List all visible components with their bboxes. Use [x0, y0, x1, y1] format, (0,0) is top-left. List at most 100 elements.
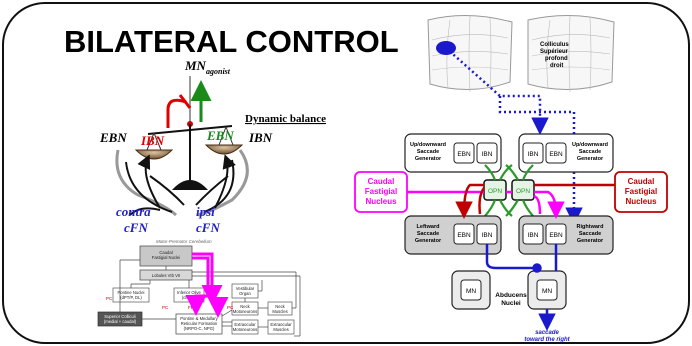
ibn-label: IBN [528, 151, 539, 158]
ebn-top-label: EBN [206, 128, 234, 143]
svg-text:Generator: Generator [577, 238, 604, 244]
ebn-label: EBN [457, 232, 471, 239]
mn-sub-label: agonist [206, 67, 231, 76]
abducens-left: MN [451, 270, 491, 310]
ibn-label: IBN [528, 232, 539, 239]
svg-text:Muscles: Muscles [272, 309, 287, 314]
svg-text:Saccade: Saccade [579, 149, 601, 155]
svg-text:Inferior Olive: Inferior Olive [177, 290, 201, 295]
ebn-label: EBN [549, 151, 563, 158]
opn-right-label: OPN [516, 188, 530, 195]
svg-text:Saccade: Saccade [417, 149, 439, 155]
updown-right-generator: IBN EBN Up/downward Saccade Generator [518, 133, 614, 173]
contra-cfn-label: cFN [124, 220, 148, 235]
ipsi-label: ipsi [196, 204, 215, 219]
circuit-caption: Motor-Premotor Cerebellum [156, 239, 212, 244]
svg-text:Fastigial: Fastigial [625, 187, 657, 196]
ibn-top-label: IBN [140, 133, 165, 148]
svg-text:Saccade: Saccade [579, 231, 601, 237]
svg-text:Up/downward: Up/downward [410, 142, 446, 148]
svg-text:PC: PC [227, 305, 234, 310]
svg-text:Extraocular: Extraocular [270, 322, 292, 327]
svg-text:Rightward: Rightward [577, 224, 604, 230]
svg-text:Generator: Generator [577, 156, 604, 162]
nuclei-label: Nuclei [501, 300, 521, 307]
updown-left-generator: Up/downward Saccade Generator EBN IBN [404, 133, 502, 173]
right-pan [204, 144, 244, 155]
svg-text:Generator: Generator [415, 238, 442, 244]
abducens-label: Abducens [495, 292, 527, 299]
balance-diagram: MN agonist IBN EBN Dynamic balance [99, 58, 326, 235]
svg-text:droit: droit [550, 63, 563, 69]
svg-text:(medial + caudal): (medial + caudal) [104, 319, 137, 324]
svg-text:Generator: Generator [415, 156, 442, 162]
ebn-left-label: EBN [99, 130, 127, 145]
ipsi-cfn-label: cFN [196, 220, 220, 235]
svg-text:Nucleus: Nucleus [365, 197, 397, 206]
ebn-label: EBN [549, 232, 563, 239]
balance-base [172, 180, 208, 190]
svg-text:PC: PC [106, 296, 113, 301]
dynamic-balance-label: Dynamic balance [245, 113, 326, 125]
svg-text:(dPT/P, DL): (dPT/P, DL) [120, 295, 142, 300]
svg-text:Caudal: Caudal [368, 177, 395, 186]
svg-text:Muscles: Muscles [273, 327, 288, 332]
svg-text:Lobules VIb VII: Lobules VIb VII [152, 273, 180, 278]
right-colliculus-map [527, 15, 615, 90]
svg-text:FP: FP [188, 305, 194, 310]
colliculus-output-dotted [445, 47, 583, 225]
ebn-label: EBN [457, 151, 471, 158]
ipsi-to-ebn-arrow [214, 154, 236, 209]
svg-text:Fastigial: Fastigial [365, 187, 397, 196]
ibn-label: IBN [482, 232, 493, 239]
ibn-inhibition-bar [178, 94, 192, 109]
caudal-fastigial-left: Caudal Fastigial Nucleus [354, 171, 408, 213]
saccade-label: saccade [535, 330, 559, 336]
svg-text:Caudal: Caudal [159, 250, 172, 255]
svg-text:PC: PC [162, 305, 169, 310]
cerebellum-circuit: Motor-Premotor Cerebellum Caudal Fastigi… [97, 239, 301, 337]
neck-muscles-box [267, 301, 293, 316]
left-cfn-projection [407, 190, 565, 219]
svg-text:Saccade: Saccade [417, 231, 439, 237]
abducens-right: MN [527, 270, 567, 310]
contra-to-ibn-arrow [137, 154, 161, 209]
ibn-label: IBN [482, 151, 493, 158]
svg-text:Extraocular: Extraocular [234, 322, 256, 327]
svg-text:Pontine & Medullary: Pontine & Medullary [180, 316, 218, 321]
svg-text:Colliculus: Colliculus [540, 42, 569, 48]
ibn-to-mn-path [485, 244, 558, 331]
svg-text:Nucleus: Nucleus [625, 197, 657, 206]
svg-text:Motoneurons: Motoneurons [233, 327, 257, 332]
mn-label: MN [184, 58, 207, 73]
svg-text:Neck: Neck [275, 304, 285, 309]
svg-text:Neck: Neck [240, 304, 250, 309]
leftward-generator: Leftward Saccade Generator EBN IBN [404, 215, 502, 255]
svg-text:Leftward: Leftward [417, 224, 440, 230]
svg-text:Supérieur: Supérieur [540, 49, 569, 55]
svg-text:Motoneurons: Motoneurons [233, 309, 257, 314]
caudal-fastigial-right: Caudal Fastigial Nucleus [614, 171, 668, 213]
svg-text:Fastigial Nuclei: Fastigial Nuclei [152, 255, 180, 260]
ibn-right-label: IBN [248, 130, 273, 145]
svg-text:Pontine Nuclei: Pontine Nuclei [117, 290, 144, 295]
rightward-generator: IBN EBN Rightward Saccade Generator [518, 215, 614, 255]
svg-text:Superior Colliculi: Superior Colliculi [104, 314, 135, 319]
mn-right-label: MN [542, 288, 552, 295]
ibn-inhibition-arc [166, 98, 187, 128]
contra-label: contra [116, 204, 151, 219]
opn-inhibitory-branches [484, 164, 534, 217]
svg-text:Organ: Organ [239, 291, 251, 296]
saccade-direction-label: toward the right [524, 337, 570, 343]
slide-title: BILATERAL CONTROL [64, 24, 399, 59]
svg-text:Vestibular: Vestibular [236, 286, 255, 291]
mn-left-label: MN [466, 288, 476, 295]
svg-text:Reticular Formation: Reticular Formation [181, 321, 218, 326]
svg-text:(NRPO-C, NPG): (NRPO-C, NPG) [184, 326, 215, 331]
svg-text:Up/downward: Up/downward [572, 142, 608, 148]
svg-text:Caudal: Caudal [628, 177, 655, 186]
colliculus-maps: Colliculus Supérieur profond droit [427, 15, 615, 93]
opn-left-label: OPN [488, 188, 502, 195]
svg-text:profond: profond [545, 56, 568, 62]
